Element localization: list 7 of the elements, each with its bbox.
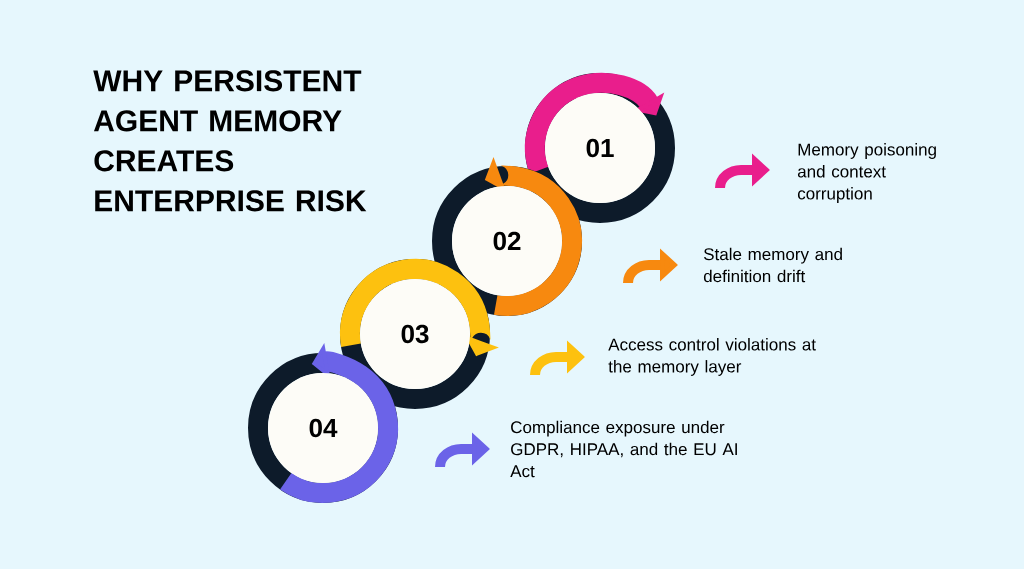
step-text: Compliance exposure under GDPR, HIPAA, and the EU AI Act (510, 420, 737, 478)
step-text: Stale memory and definition drift (703, 247, 842, 283)
title: WHY PERSISTENT AGENT MEMORY CREATES ENTERPRISE RISK (93, 70, 367, 212)
numbered-ring: 03 (340, 259, 499, 409)
numbered-ring: 01 (525, 72, 675, 223)
step-text: Memory poisoning and context corruption (797, 143, 936, 203)
step-text: Access control violations at the memory layer (608, 338, 816, 376)
